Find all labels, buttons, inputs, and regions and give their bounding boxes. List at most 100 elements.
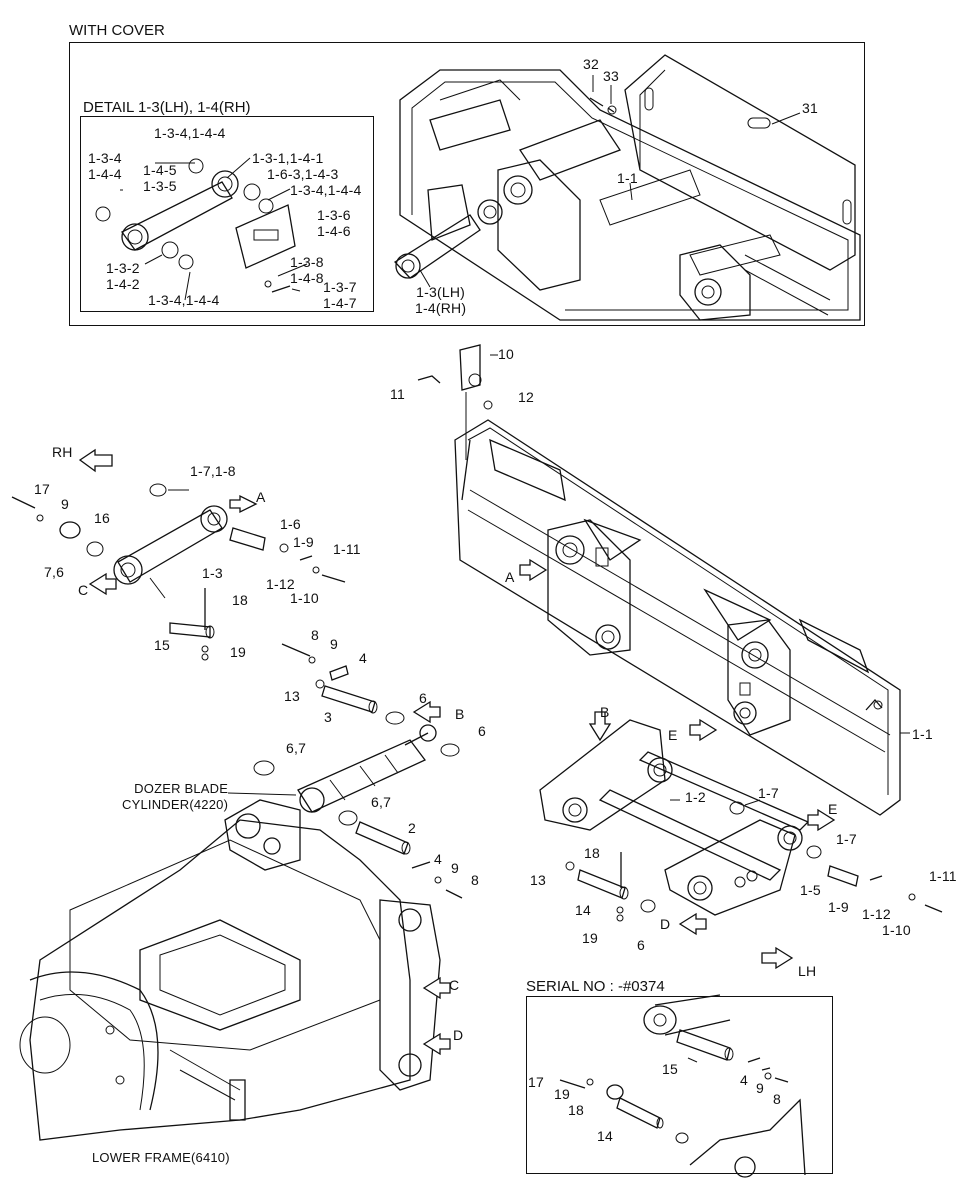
with-cover-frame <box>69 42 865 326</box>
callout-19-serial: 19 <box>554 1086 570 1102</box>
arrow-b-upper <box>588 711 612 742</box>
arrow-label-d-frame: D <box>453 1027 464 1043</box>
callout-detail-6: 1-3-4,1-4-4 <box>290 182 362 198</box>
callout-17: 17 <box>34 481 50 497</box>
arrow-b-center <box>412 700 441 724</box>
callout-4-center: 4 <box>359 650 367 666</box>
callout-2: 2 <box>408 820 416 836</box>
callout-19-frame: 19 <box>582 930 598 946</box>
callout-detail-10: 1-3-7 1-4-7 <box>323 279 357 311</box>
callout-1-12: 1-12 <box>266 576 295 592</box>
detail-title: DETAIL 1-3(LH), 1-4(RH) <box>83 99 251 116</box>
arrow-label-e-upper: E <box>668 727 678 743</box>
callout-13-frame: 13 <box>530 872 546 888</box>
callout-31: 31 <box>802 100 818 116</box>
arrow-a-blade <box>519 558 548 582</box>
callout-detail-2: 1-3-4 1-4-4 <box>88 150 122 182</box>
detail-frame <box>80 116 374 312</box>
callout-1-1-cover: 1-1 <box>617 170 638 186</box>
lh-label: LH <box>798 963 817 979</box>
callout-1-10-frame: 1-10 <box>882 922 911 938</box>
arrow-label-a-upper: A <box>256 489 266 505</box>
callout-8-center: 8 <box>311 627 319 643</box>
callout-18-serial: 18 <box>568 1102 584 1118</box>
callout-1-3: 1-3 <box>202 565 223 581</box>
serial-frame <box>526 996 833 1174</box>
arrow-label-c-upper: C <box>78 582 89 598</box>
arrow-label-b-upper: B <box>600 704 610 720</box>
callout-detail-7: 1-3-6 1-4-6 <box>317 207 351 239</box>
callout-18-ul: 18 <box>232 592 248 608</box>
callout-10: 10 <box>498 346 514 362</box>
callout-1-12-frame: 1-12 <box>862 906 891 922</box>
callout-1-7-b: 1-7 <box>836 831 857 847</box>
callout-1-2: 1-2 <box>685 789 706 805</box>
arrow-d-frame <box>422 1032 451 1056</box>
callout-1-7-a: 1-7 <box>758 785 779 801</box>
lh-direction-arrow <box>761 946 794 970</box>
callout-detail-3: 1-4-5 1-3-5 <box>143 162 177 194</box>
callout-1-3-lh-1-4-rh: 1-3(LH) 1-4(RH) <box>415 284 467 316</box>
callout-1-10: 1-10 <box>290 590 319 606</box>
callout-13-center: 13 <box>284 688 300 704</box>
callout-33: 33 <box>603 68 619 84</box>
arrow-label-c-frame: C <box>449 977 460 993</box>
lower-frame-caption: LOWER FRAME(6410) <box>92 1150 230 1165</box>
direction-arrows <box>78 448 836 1056</box>
cover-blade-drawing <box>393 54 861 321</box>
arrow-label-e-frame: E <box>828 801 838 817</box>
callout-18-frame: 18 <box>584 845 600 861</box>
detail-link-drawing <box>95 157 308 301</box>
callout-16: 16 <box>94 510 110 526</box>
arrow-e-upper <box>689 718 718 742</box>
callout-14-serial: 14 <box>597 1128 613 1144</box>
with-cover-title: WITH COVER <box>69 22 165 39</box>
dozer-cylinder-caption: DOZER BLADE CYLINDER(4220) <box>122 781 229 812</box>
callout-detail-11: 1-3-4,1-4-4 <box>148 292 220 308</box>
callout-11: 11 <box>390 386 405 402</box>
callout-1-11: 1-11 <box>333 541 361 557</box>
callout-1-11-frame: 1-11 <box>929 868 957 884</box>
callout-detail-8: 1-3-2 1-4-2 <box>106 260 140 292</box>
arrow-c-frame <box>422 976 451 1000</box>
rh-direction-arrow <box>78 448 113 473</box>
callout-7-6: 7,6 <box>44 564 65 580</box>
callout-9-serial: 9 <box>756 1080 764 1096</box>
arrow-label-a-blade: A <box>505 569 515 585</box>
callout-8-lower: 8 <box>471 872 479 888</box>
arrow-a-upper <box>229 494 258 514</box>
callout-9-lower: 9 <box>451 860 459 876</box>
callout-detail-4: 1-3-1,1-4-1 <box>252 150 324 166</box>
arrow-label-b-center: B <box>455 706 465 722</box>
callout-6-7-a: 6,7 <box>286 740 307 756</box>
arrow-d-lower <box>678 912 707 936</box>
callout-17-serial: 17 <box>528 1074 544 1090</box>
callout-14-frame: 14 <box>575 902 591 918</box>
callout-1-7-1-8: 1-7,1-8 <box>190 463 236 479</box>
callout-32: 32 <box>583 56 599 72</box>
callout-8-serial: 8 <box>773 1091 781 1107</box>
lower-frame-drawing <box>19 799 441 1141</box>
dozer-blade-drawing <box>417 344 910 816</box>
callout-6-a: 6 <box>419 690 427 706</box>
callout-detail-5: 1-6-3,1-4-3 <box>267 166 339 182</box>
cylinder-and-pins-drawing <box>227 643 463 899</box>
callout-1-1-blade: 1-1 <box>912 726 933 742</box>
callout-detail-9: 1-3-8 1-4-8 <box>290 254 324 286</box>
callout-1-9-frame: 1-9 <box>828 899 849 915</box>
callout-19-ul: 19 <box>230 644 246 660</box>
callout-4-serial: 4 <box>740 1072 748 1088</box>
arrow-label-d-lower: D <box>660 916 671 932</box>
callout-3: 3 <box>324 709 332 725</box>
callout-15-ul: 15 <box>154 637 170 653</box>
rh-label: RH <box>52 444 73 460</box>
arrow-e-frame <box>807 808 836 832</box>
callout-4-lower: 4 <box>434 851 442 867</box>
callout-6-b: 6 <box>478 723 486 739</box>
callout-15-serial: 15 <box>662 1061 678 1077</box>
callout-12: 12 <box>518 389 534 405</box>
serial-title: SERIAL NO : -#0374 <box>526 978 665 995</box>
callout-1-5: 1-5 <box>800 882 821 898</box>
